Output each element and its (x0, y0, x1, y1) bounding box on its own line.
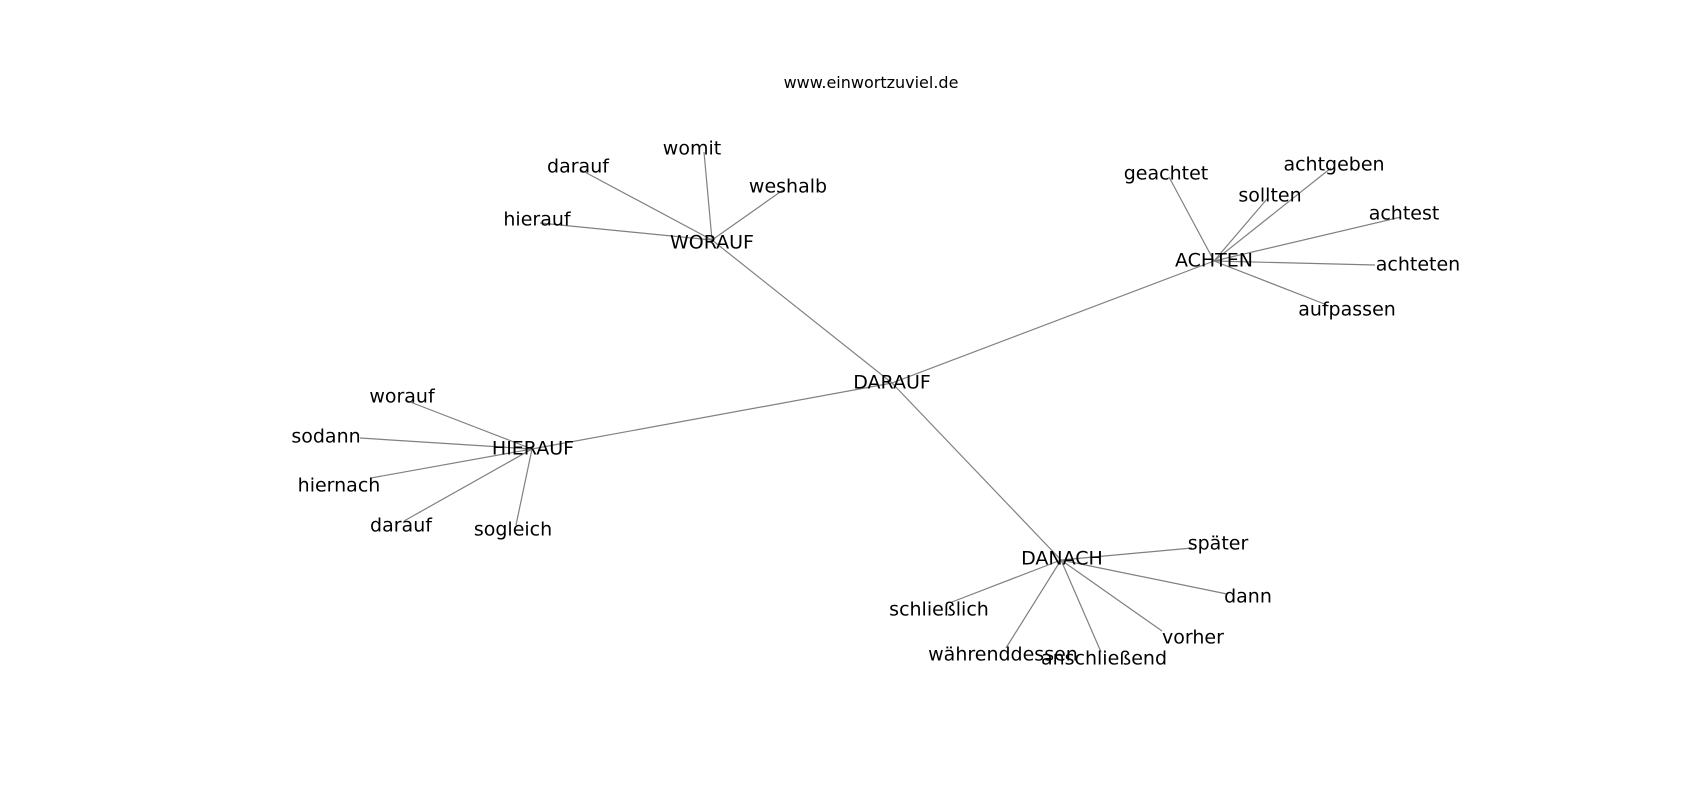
word-label: schließlich (889, 599, 989, 621)
graph-labels: DARAUF WORAUF womit darauf weshalb hieraufACH… (291, 138, 1460, 670)
word-label: sogleich (474, 519, 552, 541)
edge-danach-word (1005, 559, 1062, 649)
word-label: hierauf (503, 209, 572, 231)
edge-achten-word (1213, 198, 1268, 262)
word-label: achtgeben (1283, 154, 1384, 176)
word-label: darauf (370, 515, 433, 537)
edge-hierauf-word (403, 448, 533, 522)
word-label: darauf (547, 156, 610, 178)
word-label: sodann (291, 426, 360, 448)
edge-achten-word (1213, 216, 1402, 262)
word-label: achtest (1369, 203, 1440, 225)
edge-danach-word (1060, 559, 1163, 632)
graph-edges (359, 151, 1402, 653)
center-word-label: DARAUF (853, 372, 931, 394)
site-url: www.einwortzuviel.de (784, 73, 959, 92)
edge-worauf-word (539, 222, 713, 241)
word-label: hiernach (298, 475, 381, 497)
edge-hierauf-word (515, 448, 533, 526)
word-label: währenddessen (928, 644, 1078, 666)
word-label: achteten (1376, 254, 1460, 276)
hub-label-achten: ACHTEN (1175, 250, 1253, 272)
word-label: worauf (369, 386, 436, 408)
word-label: womit (663, 138, 721, 160)
word-label: aufpassen (1298, 299, 1396, 321)
edge-center-danach (891, 382, 1062, 561)
edge-danach-word (1060, 559, 1102, 653)
edge-hierauf-word (404, 399, 533, 450)
word-label: geachtet (1124, 163, 1208, 185)
hub-label-worauf: WORAUF (670, 232, 754, 254)
edge-achten-word (1168, 176, 1215, 262)
hub-label-hierauf: HIERAUF (492, 438, 574, 460)
edge-hierauf-word (359, 437, 533, 450)
word-label: später (1188, 533, 1249, 555)
hub-label-danach: DANACH (1021, 548, 1103, 570)
edge-worauf-word (711, 189, 784, 241)
word-label: sollten (1238, 185, 1301, 207)
edge-danach-word (1060, 559, 1228, 595)
edge-achten-word (1213, 260, 1376, 266)
edge-center-worauf (711, 239, 893, 384)
edge-worauf-word (580, 169, 713, 241)
word-label: weshalb (749, 176, 827, 198)
edge-center-hierauf (531, 382, 893, 450)
word-label: vorher (1162, 627, 1224, 649)
edge-achten-word (1213, 260, 1328, 306)
edge-danach-word (951, 559, 1062, 603)
word-label: dann (1224, 586, 1272, 608)
edge-center-achten (891, 260, 1215, 384)
edge-achten-word (1213, 167, 1332, 262)
edge-hierauf-word (370, 448, 533, 479)
edge-worauf-word (703, 151, 713, 241)
word-label: anschließend (1041, 648, 1167, 670)
edge-danach-word (1060, 547, 1193, 561)
